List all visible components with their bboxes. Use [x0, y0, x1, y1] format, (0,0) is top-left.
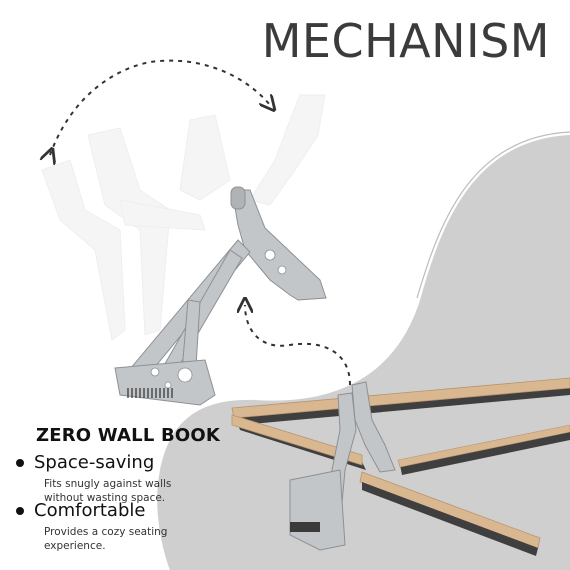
product-name: ZERO WALL BOOK: [36, 425, 221, 446]
wooden-frame: [231, 377, 570, 556]
mechanism-holes: [150, 249, 287, 389]
rotation-arrow-icon: [50, 59, 270, 155]
frame-mechanism-spring: [290, 522, 320, 532]
feature-item: Comfortable Provides a cozy seating expe…: [16, 500, 214, 553]
main-mechanism: [114, 186, 327, 406]
feature-title: Comfortable: [34, 500, 146, 521]
spring: [127, 388, 173, 398]
feature-item: Space-saving Fits snugly against walls w…: [16, 452, 214, 505]
backdrop-shape: [157, 135, 570, 570]
page-title: MECHANISM: [261, 14, 550, 68]
curved-arrow-icon: [245, 305, 351, 386]
backdrop-outline: [416, 131, 570, 299]
ghost-mechanism-positions: [41, 94, 326, 341]
feature-description: Provides a cozy seating experience.: [44, 526, 168, 552]
feature-description: Fits snugly against walls without wastin…: [44, 478, 172, 504]
feature-title: Space-saving: [34, 452, 155, 473]
bullet-icon: [16, 458, 24, 467]
bullet-icon: [16, 506, 24, 515]
